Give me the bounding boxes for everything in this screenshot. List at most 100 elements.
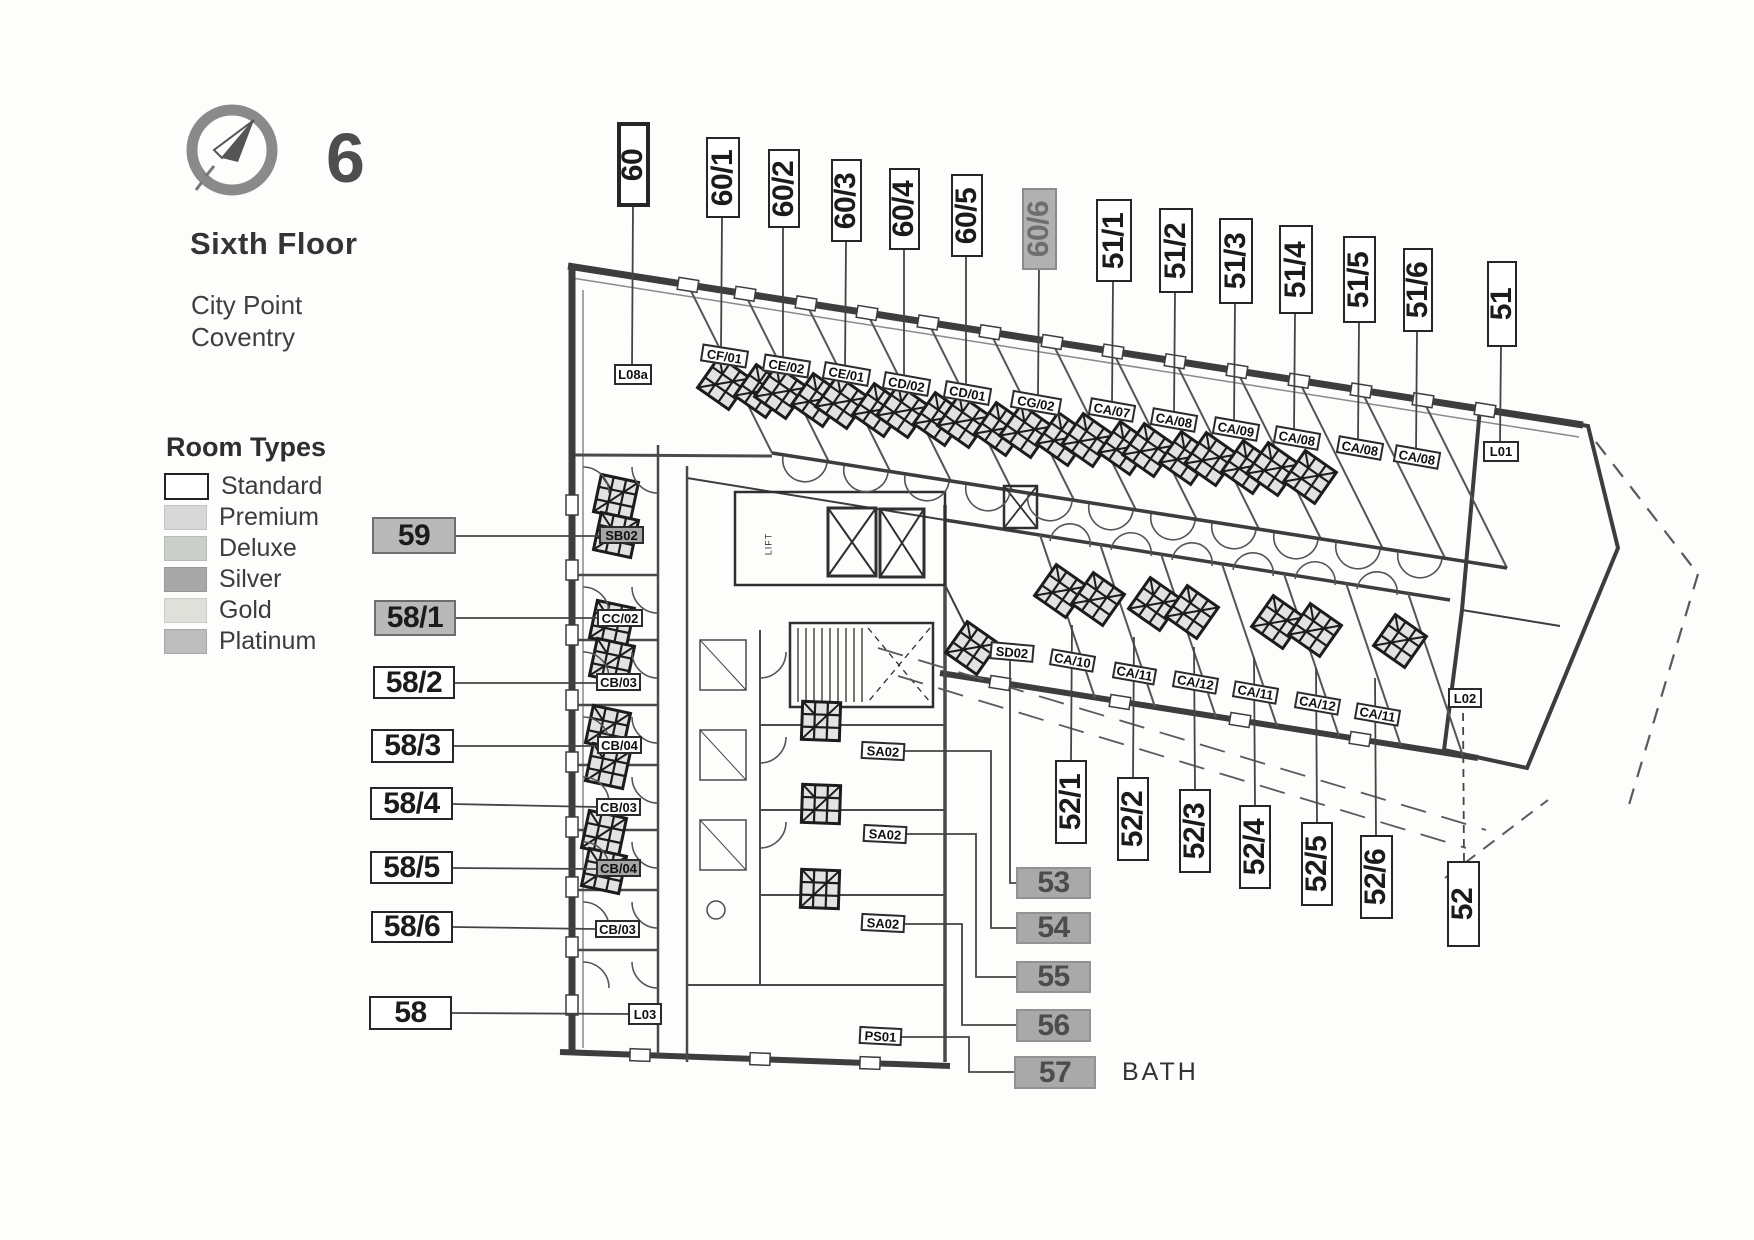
wall-notch (859, 1055, 881, 1071)
wall-notch (1108, 693, 1132, 711)
legend-label: Premium (219, 502, 320, 531)
legend-swatch-gold (164, 597, 207, 623)
wall-notch (1348, 730, 1372, 748)
bed-icon (799, 699, 843, 743)
wall-notch (676, 276, 700, 294)
compass-icon (186, 104, 278, 196)
door-arc (631, 841, 659, 869)
door-arc (1232, 552, 1275, 577)
door-arc (842, 465, 889, 493)
wall-notch (629, 1047, 651, 1063)
bed-icon (583, 741, 633, 791)
door-arc (631, 901, 659, 929)
door-arc (1210, 522, 1257, 550)
wall-notch (565, 994, 579, 1016)
door-arc (1272, 532, 1319, 560)
door-arc (631, 466, 659, 494)
leader-line-58-6 (452, 926, 597, 930)
wall-notch (565, 559, 579, 581)
door-arc (582, 466, 610, 494)
leader-line-58-4 (452, 803, 598, 808)
leader-line-51-2 (1173, 292, 1176, 414)
leader-line-57 (901, 1036, 1014, 1073)
leader-line-52-1 (1070, 624, 1073, 761)
bed-icon (591, 510, 641, 560)
wall-notch (565, 751, 579, 773)
leader-line-60-1 (720, 217, 723, 350)
legend-label: Silver (219, 564, 282, 593)
wall-notch (749, 1051, 771, 1067)
legend-label: Platinum (219, 626, 317, 655)
bed-icon (579, 846, 629, 896)
legend-item-silver: Silver (164, 564, 282, 593)
wall-notch (1040, 333, 1064, 351)
leader-line-52-4 (1253, 656, 1256, 806)
bed-icon (799, 782, 843, 826)
door-arc (1171, 542, 1214, 567)
door-arc (903, 474, 950, 502)
wall-notch (1228, 711, 1252, 729)
bed-icon (798, 867, 842, 911)
wall-notch (565, 816, 579, 838)
wall-notch (1411, 391, 1435, 409)
leader-line-51-4 (1293, 313, 1296, 432)
legend-item-gold: Gold (164, 595, 272, 624)
door-arc (1396, 551, 1443, 579)
door-arc (1334, 542, 1381, 570)
legend-item-deluxe: Deluxe (164, 533, 297, 562)
leader-line-52-2 (1132, 636, 1135, 778)
door-arc (1294, 561, 1337, 586)
leader-line-60 (631, 206, 634, 367)
legend-swatch-standard (164, 472, 209, 500)
door-arc (1049, 523, 1092, 548)
door-arc (781, 455, 828, 483)
door-arc (1087, 503, 1134, 531)
leader-line-55 (906, 833, 1016, 978)
leader-line-51-5 (1357, 322, 1360, 442)
leader-line-52-5 (1315, 667, 1318, 823)
leader-line-52 (1462, 707, 1465, 862)
wall-notch (1225, 362, 1249, 380)
leader-line-60-3 (844, 241, 847, 369)
wall-notch (855, 304, 879, 322)
building-city: Coventry (191, 322, 296, 352)
wall-notch (916, 314, 940, 331)
bed-icon (944, 620, 1000, 676)
wall-notch (565, 494, 579, 516)
legend-title: Room Types (166, 432, 327, 462)
legend-swatch-premium (164, 504, 207, 530)
leader-line-52-3 (1193, 646, 1196, 790)
wall-notch (1349, 382, 1373, 399)
leader-line-54 (904, 750, 1016, 929)
door-arc (759, 651, 787, 679)
door-arc (631, 716, 659, 744)
door-arc (631, 776, 659, 804)
door-arc (759, 736, 787, 764)
leader-line-51-3 (1233, 303, 1236, 423)
door-arc (631, 651, 659, 679)
wall-notch (1473, 401, 1497, 419)
building-name: City Point (191, 290, 303, 320)
door-arc (759, 821, 787, 849)
leader-line-51-6 (1415, 331, 1418, 451)
leader-line-60-6 (1037, 269, 1040, 397)
wall-notch (1287, 372, 1311, 390)
door-arc (582, 586, 610, 614)
leader-line-56 (904, 923, 1016, 1026)
floor-number: 6 (326, 119, 365, 197)
legend-swatch-silver (164, 566, 207, 592)
legend-item-platinum: Platinum (164, 626, 317, 655)
leader-line-52-6 (1374, 677, 1377, 836)
legend-label: Deluxe (219, 533, 297, 562)
legend-label: Gold (219, 595, 272, 624)
leader-line-53 (1009, 661, 1016, 884)
legend-item-standard: Standard (164, 471, 323, 500)
bed-icon (587, 636, 637, 686)
wall-notch (978, 323, 1002, 341)
leader-line-58 (451, 1012, 630, 1015)
door-arc (1110, 532, 1153, 557)
wall-notch (794, 295, 818, 312)
legend-label: Standard (221, 471, 323, 500)
